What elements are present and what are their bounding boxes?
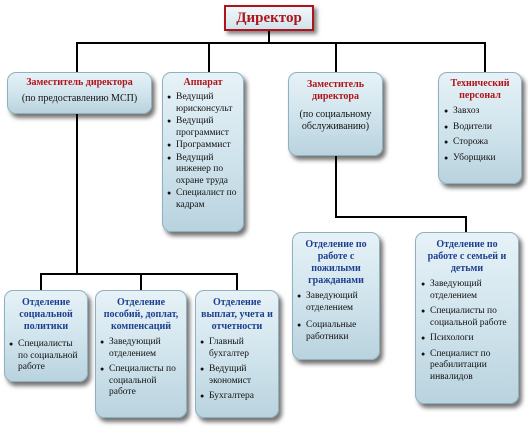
dept-benefits-title: Отделение пособий, доплат, компенсаций xyxy=(103,297,179,332)
dept-benefits-box: Отделение пособий, доплат, компенсаций З… xyxy=(95,290,187,418)
connector-line xyxy=(76,42,78,76)
connector-line xyxy=(208,42,210,76)
deputy-msp-title: Заместитель директора xyxy=(26,77,133,88)
dept-payments-box: Отделение выплат, учета и отчетности Гла… xyxy=(195,290,279,418)
connector-line xyxy=(140,273,142,290)
list-item: Специалисты по социальной работе xyxy=(9,339,83,374)
technical-staff-box: Технический персонал Завхоз Водители Сто… xyxy=(438,72,522,184)
dept-elderly-list: Заведующий отделением Социальные работни… xyxy=(297,291,375,343)
dept-policy-list: Специалисты по социальной работе xyxy=(9,339,83,374)
connector-line xyxy=(465,216,467,234)
apparatus-list: Ведущий юрисконсульт Ведущий программист… xyxy=(167,92,239,211)
dept-elderly-box: Отделение по работе с пожилыми гражданам… xyxy=(292,232,380,360)
connector-line xyxy=(268,31,270,43)
connector-line xyxy=(76,42,486,44)
deputy-director-msp-box: Заместитель директора (по предоставлению… xyxy=(7,72,152,114)
list-item: Водители xyxy=(444,122,516,134)
connector-line xyxy=(335,156,337,218)
list-item: Программист xyxy=(167,140,239,152)
connector-line xyxy=(76,114,78,274)
list-item: Завхоз xyxy=(444,106,516,118)
list-item: Специалист по реабилитации инвалидов xyxy=(421,349,513,384)
list-item: Главный бухгалтер xyxy=(200,337,274,360)
list-item: Ведущий юрисконсульт xyxy=(167,92,239,115)
connector-line xyxy=(335,216,467,218)
list-item: Специалист по кадрам xyxy=(167,188,239,211)
list-item: Социальные работники xyxy=(297,320,375,343)
list-item: Бухгалтера xyxy=(200,391,274,403)
dept-payments-list: Главный бухгалтер Ведущий экономист Бухг… xyxy=(200,337,274,403)
connector-line xyxy=(236,273,238,290)
dept-family-list: Заведующий отделением Специалисты по соц… xyxy=(421,279,513,383)
list-item: Заведующий отделением xyxy=(421,279,513,302)
apparatus-box: Аппарат Ведущий юрисконсульт Ведущий про… xyxy=(162,72,244,232)
tech-staff-title: Технический персонал xyxy=(450,78,510,101)
dept-elderly-title: Отделение по работе с пожилыми гражданам… xyxy=(305,239,367,286)
connector-line xyxy=(40,273,42,290)
list-item: Специалисты по социальной работе xyxy=(100,364,182,399)
dept-payments-title: Отделение выплат, учета и отчетности xyxy=(201,297,273,332)
dept-benefits-list: Заведующий отделением Специалисты по соц… xyxy=(100,337,182,399)
list-item: Заведующий отделением xyxy=(100,337,182,360)
apparatus-title: Аппарат xyxy=(183,77,223,88)
list-item: Заведующий отделением xyxy=(297,291,375,314)
tech-staff-list: Завхоз Водители Сторожа Уборщики xyxy=(444,106,516,164)
list-item: Ведущий экономист xyxy=(200,364,274,387)
list-item: Ведущий инженер по охране труда xyxy=(167,153,239,188)
dept-policy-title: Отделение социальной политики xyxy=(19,297,73,332)
list-item: Специалисты по социальной работе xyxy=(421,306,513,329)
deputy-social-subtitle: (по социальному обслуживанию) xyxy=(299,109,372,132)
connector-line xyxy=(40,273,238,275)
deputy-director-social-box: Заместитель директора (по социальному об… xyxy=(288,72,383,156)
list-item: Уборщики xyxy=(444,153,516,165)
list-item: Психологи xyxy=(421,333,513,345)
list-item: Сторожа xyxy=(444,137,516,149)
dept-family-box: Отделение по работе с семьей и детьми За… xyxy=(415,232,519,404)
connector-line xyxy=(484,42,486,76)
connector-line xyxy=(335,42,337,76)
deputy-msp-subtitle: (по предоставлению МСП) xyxy=(21,93,138,104)
list-item: Ведущий программист xyxy=(167,116,239,139)
dept-family-title: Отделение по работе с семьей и детьми xyxy=(427,239,507,274)
dept-social-policy-box: Отделение социальной политики Специалист… xyxy=(4,290,88,382)
deputy-social-title: Заместитель директора xyxy=(306,79,364,102)
director-box: Директор xyxy=(224,5,314,31)
